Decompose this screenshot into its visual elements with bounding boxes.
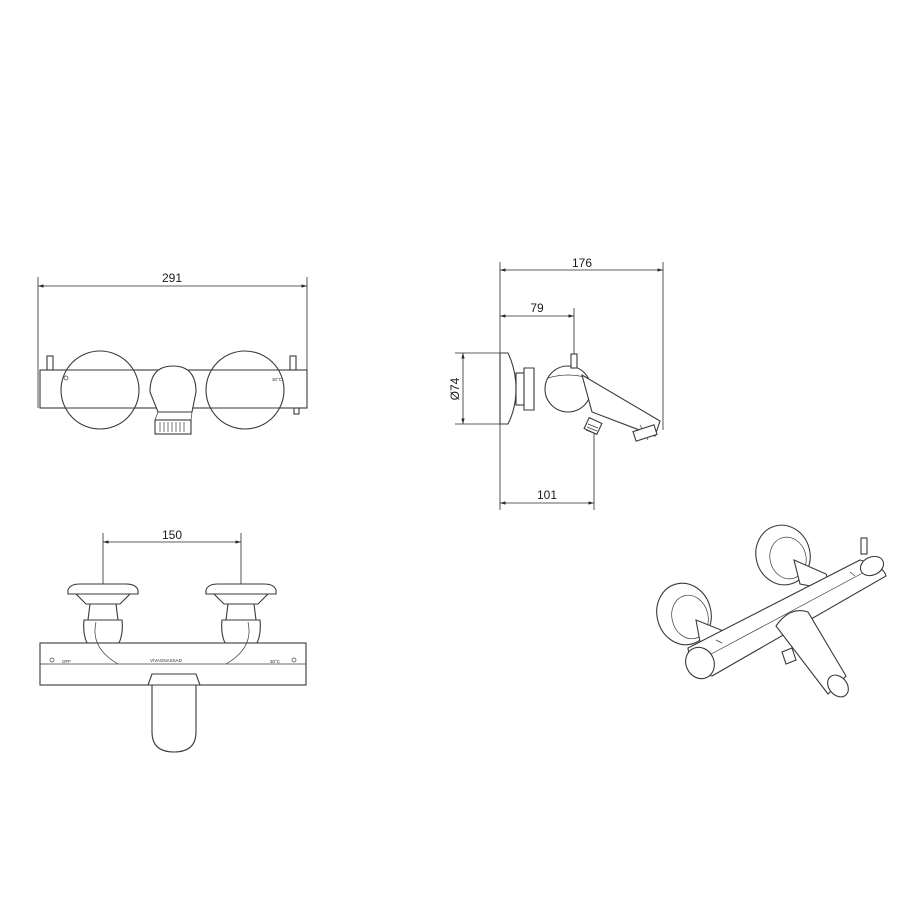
right-wall-disc [205,350,285,430]
top-view: 150 OFF VIVAGNASSAD 30°C [39,528,307,753]
iso-pin [860,537,868,555]
left-flange-top [67,583,139,595]
iso-knob [685,646,715,680]
dim-side-spindle: 79 [530,301,544,315]
spout-front [149,365,197,413]
left-wall-disc [60,350,140,430]
left-pin [46,355,54,371]
spout-outlet [154,419,192,435]
wall-flange [499,352,517,425]
side-view: 176 79 Ø74 101 [448,256,664,510]
top-spindle [570,353,578,369]
front-view: 291 30°C [37,271,308,435]
iso-spout [775,610,847,695]
right-pin [289,355,297,371]
brand-mark: VIVAGNASSAD [150,658,183,663]
dim-top-centers: 150 [162,528,182,542]
off-mark: OFF [62,659,71,664]
dim-side-diameter: Ø74 [448,377,462,400]
spout-base-top [147,673,201,686]
spout-top [151,684,197,753]
dim-side-spout: 101 [537,488,557,502]
spout-side [581,373,661,437]
right-flange-top [205,583,277,595]
temp-mark-front: 30°C [272,377,283,382]
body-side [544,365,592,413]
dim-side-depth: 176 [572,256,592,270]
dim-front-width: 291 [162,271,182,285]
temp-mark-top: 30°C [270,659,281,664]
isometric-view [656,524,887,698]
